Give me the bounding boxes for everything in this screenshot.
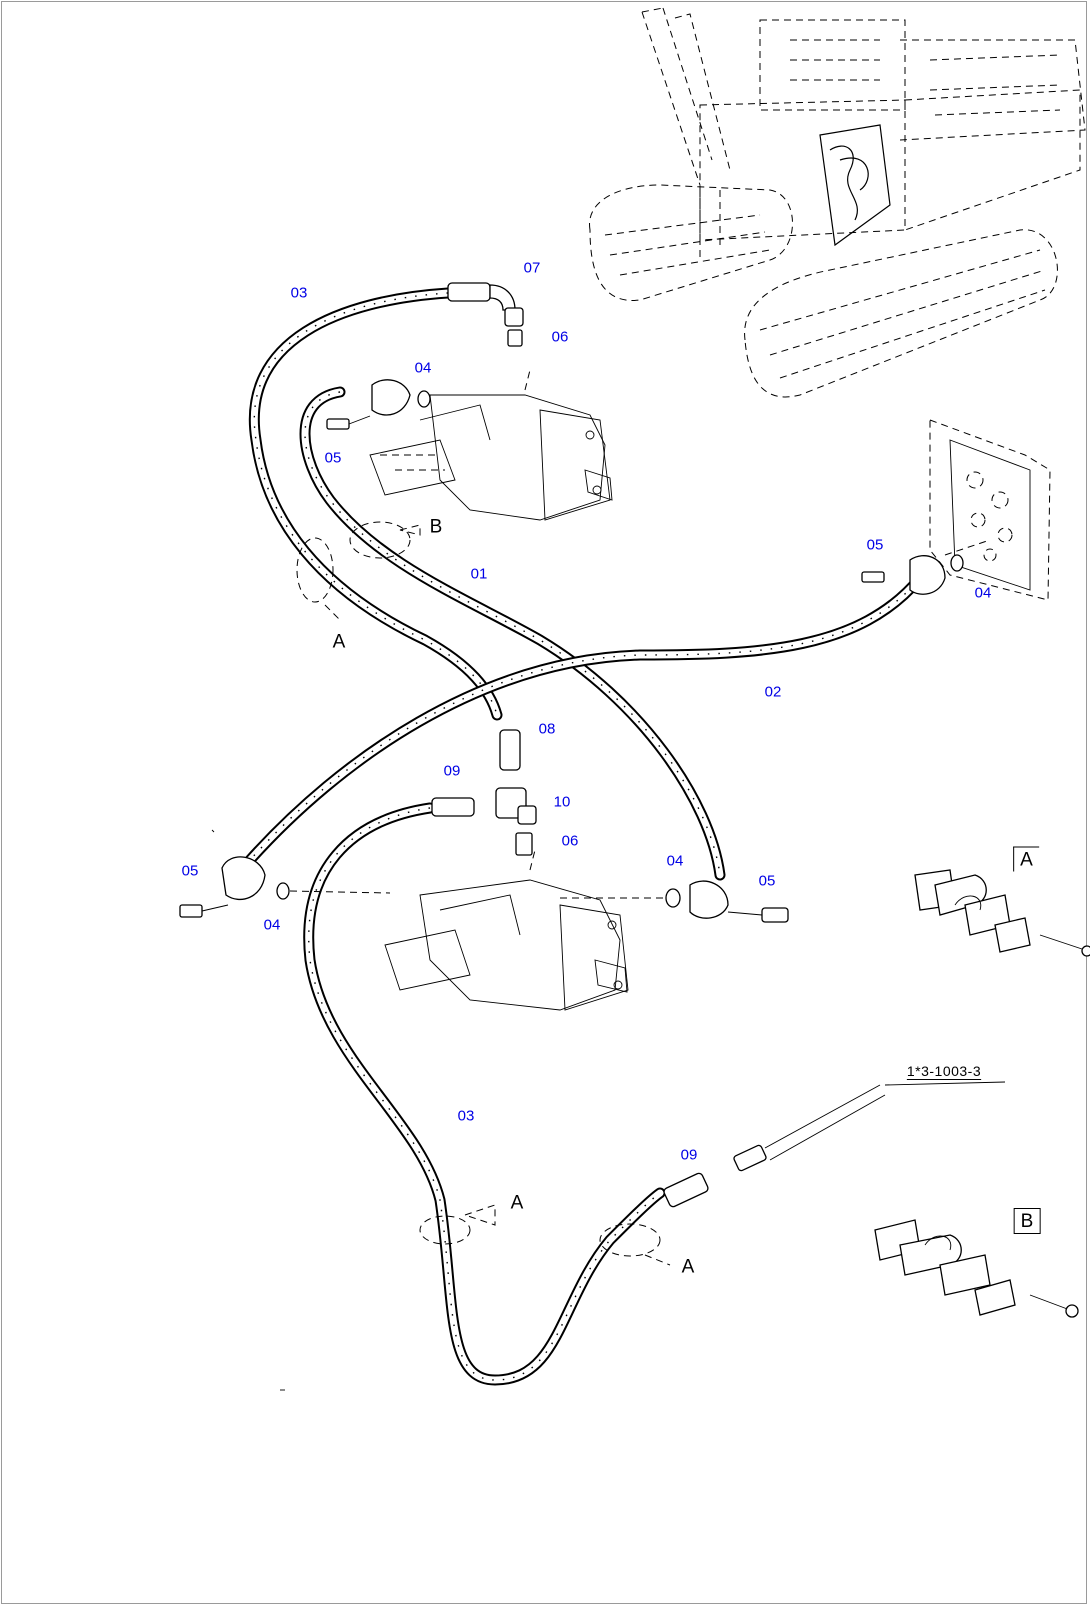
part-label-03[interactable]: 03: [290, 284, 308, 302]
part-label-03[interactable]: 03: [457, 1107, 475, 1125]
hose-03-upper: [248, 287, 503, 721]
part-label-06[interactable]: 06: [561, 832, 579, 850]
lower-hydraulic-motor: [384, 849, 629, 1011]
excavator-overview: [589, 7, 1086, 398]
upper-hydraulic-motor: [369, 369, 613, 521]
part-label-06[interactable]: 06: [551, 328, 569, 346]
part-label-09[interactable]: 09: [680, 1146, 698, 1164]
part-label-04[interactable]: 04: [263, 916, 281, 934]
part-label-04[interactable]: 04: [974, 584, 992, 602]
part-label-05[interactable]: 05: [181, 862, 199, 880]
fittings: [179, 282, 1006, 1208]
part-label-01[interactable]: 01: [470, 565, 488, 583]
part-label-08[interactable]: 08: [538, 720, 556, 738]
part-label-05[interactable]: 05: [866, 536, 884, 554]
view-marker-a: A: [332, 631, 346, 653]
part-label-05[interactable]: 05: [758, 872, 776, 890]
part-label-09[interactable]: 09: [443, 762, 461, 780]
detail-a-clamp: [914, 869, 1090, 957]
part-label-04[interactable]: 04: [666, 852, 684, 870]
stray-mark: [211, 829, 215, 833]
control-valve-block: [929, 419, 1051, 601]
detail-view-title-b: B: [1013, 1208, 1041, 1234]
view-marker-b: B: [429, 516, 443, 538]
reference-figure-number[interactable]: 1*3-1003-3: [906, 1063, 982, 1079]
hose-03-lower: [303, 802, 666, 1386]
part-label-10[interactable]: 10: [553, 793, 571, 811]
view-marker-a: A: [681, 1256, 695, 1278]
clamp-markers: [296, 521, 671, 1266]
hose-01: [299, 386, 726, 881]
detail-view-title-a: A: [1013, 846, 1039, 872]
view-marker-a: A: [510, 1192, 524, 1214]
part-label-05[interactable]: 05: [324, 449, 342, 467]
part-label-07[interactable]: 07: [523, 259, 541, 277]
hose-02: [244, 572, 926, 866]
part-label-02[interactable]: 02: [764, 683, 782, 701]
detail-b-clamp: [874, 1219, 1079, 1318]
part-label-04[interactable]: 04: [414, 359, 432, 377]
